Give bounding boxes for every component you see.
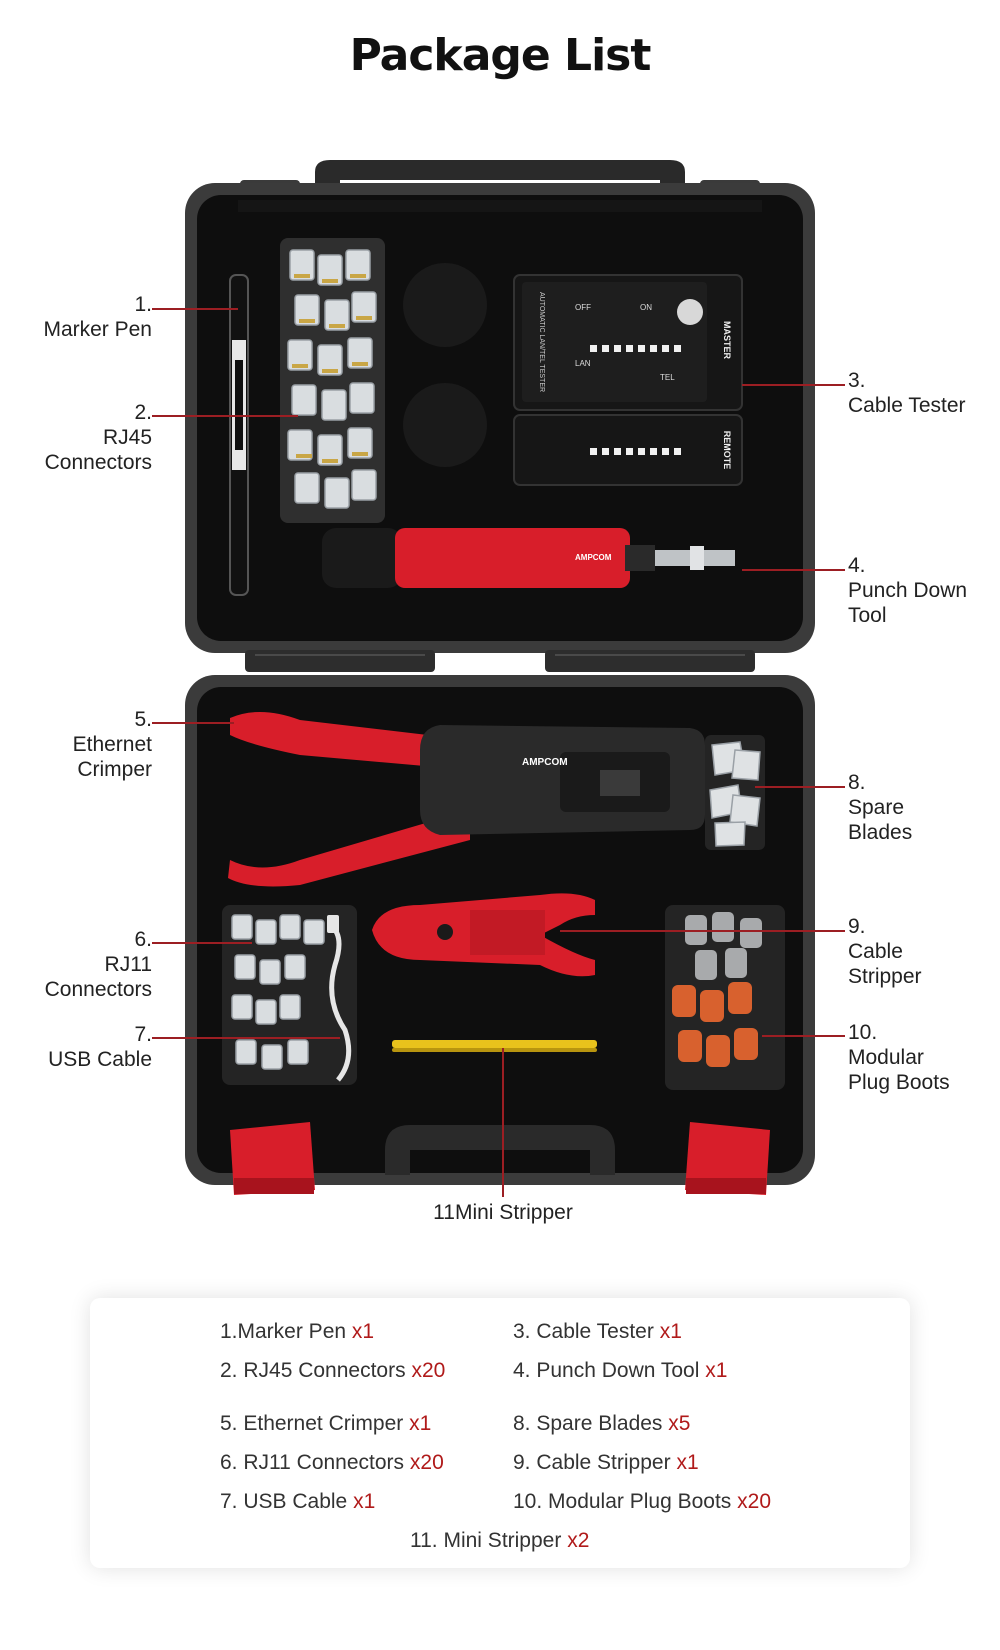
crimper-brand-label: AMPCOM xyxy=(522,757,568,768)
list-item: 1.Marker Pen x1 xyxy=(220,1320,375,1343)
usb-cable-graphic xyxy=(327,915,352,1082)
punch-down-tool-graphic: AMPCOM xyxy=(322,528,735,588)
callout-leader-lines xyxy=(152,308,845,1197)
list-item: 6. RJ11 Connectors x20 xyxy=(220,1451,444,1474)
list-item: 5. Ethernet Crimper x1 xyxy=(220,1412,432,1435)
callout-cable-tester: 3.Cable Tester xyxy=(848,369,966,417)
list-item: 8. Spare Blades x5 xyxy=(513,1412,691,1435)
case-hinges xyxy=(245,650,755,672)
rj45-connectors-graphic xyxy=(280,238,385,523)
tester-model-label: AUTOMATIC LAN/TEL TESTER xyxy=(538,292,545,392)
marker-pen-graphic xyxy=(229,274,249,596)
spare-blades-graphic xyxy=(705,735,765,850)
tester-tel-label: TEL xyxy=(660,373,675,382)
tester-remote-label: REMOTE xyxy=(722,431,732,470)
tester-on-label: ON xyxy=(640,303,652,312)
list-item: 3. Cable Tester x1 xyxy=(513,1320,682,1343)
cable-tester-graphic: OFF ON LAN TEL MASTER AUTOMATIC LAN/TEL … xyxy=(513,274,743,486)
package-list-box: 1.Marker Pen x1 3. Cable Tester x1 2. RJ… xyxy=(90,1298,910,1568)
cable-stripper-graphic xyxy=(372,893,595,977)
mini-stripper-graphic xyxy=(392,1040,597,1052)
callout-marker-pen: 1.Marker Pen xyxy=(43,293,152,341)
tester-off-label: OFF xyxy=(575,303,591,312)
tester-lan-label: LAN xyxy=(575,359,591,368)
callout-usb-cable: 7.USB Cable xyxy=(48,1023,152,1071)
list-item: 2. RJ45 Connectors x20 xyxy=(220,1359,446,1382)
list-item: 10. Modular Plug Boots x20 xyxy=(513,1490,771,1513)
list-item: 9. Cable Stripper x1 xyxy=(513,1451,699,1474)
tester-master-label: MASTER xyxy=(722,321,732,360)
list-item: 4. Punch Down Tool x1 xyxy=(513,1359,728,1382)
page-title: Package List xyxy=(349,30,652,81)
modular-plug-boots-graphic xyxy=(665,905,785,1090)
punch-brand-label: AMPCOM xyxy=(575,553,612,562)
list-item: 11. Mini Stripper x2 xyxy=(410,1529,590,1552)
callout-mini-stripper: 11Mini Stripper xyxy=(433,1201,573,1224)
rj11-connectors-graphic xyxy=(222,905,357,1085)
ethernet-crimper-graphic: AMPCOM xyxy=(228,711,705,887)
list-item: 7. USB Cable x1 xyxy=(220,1490,376,1513)
